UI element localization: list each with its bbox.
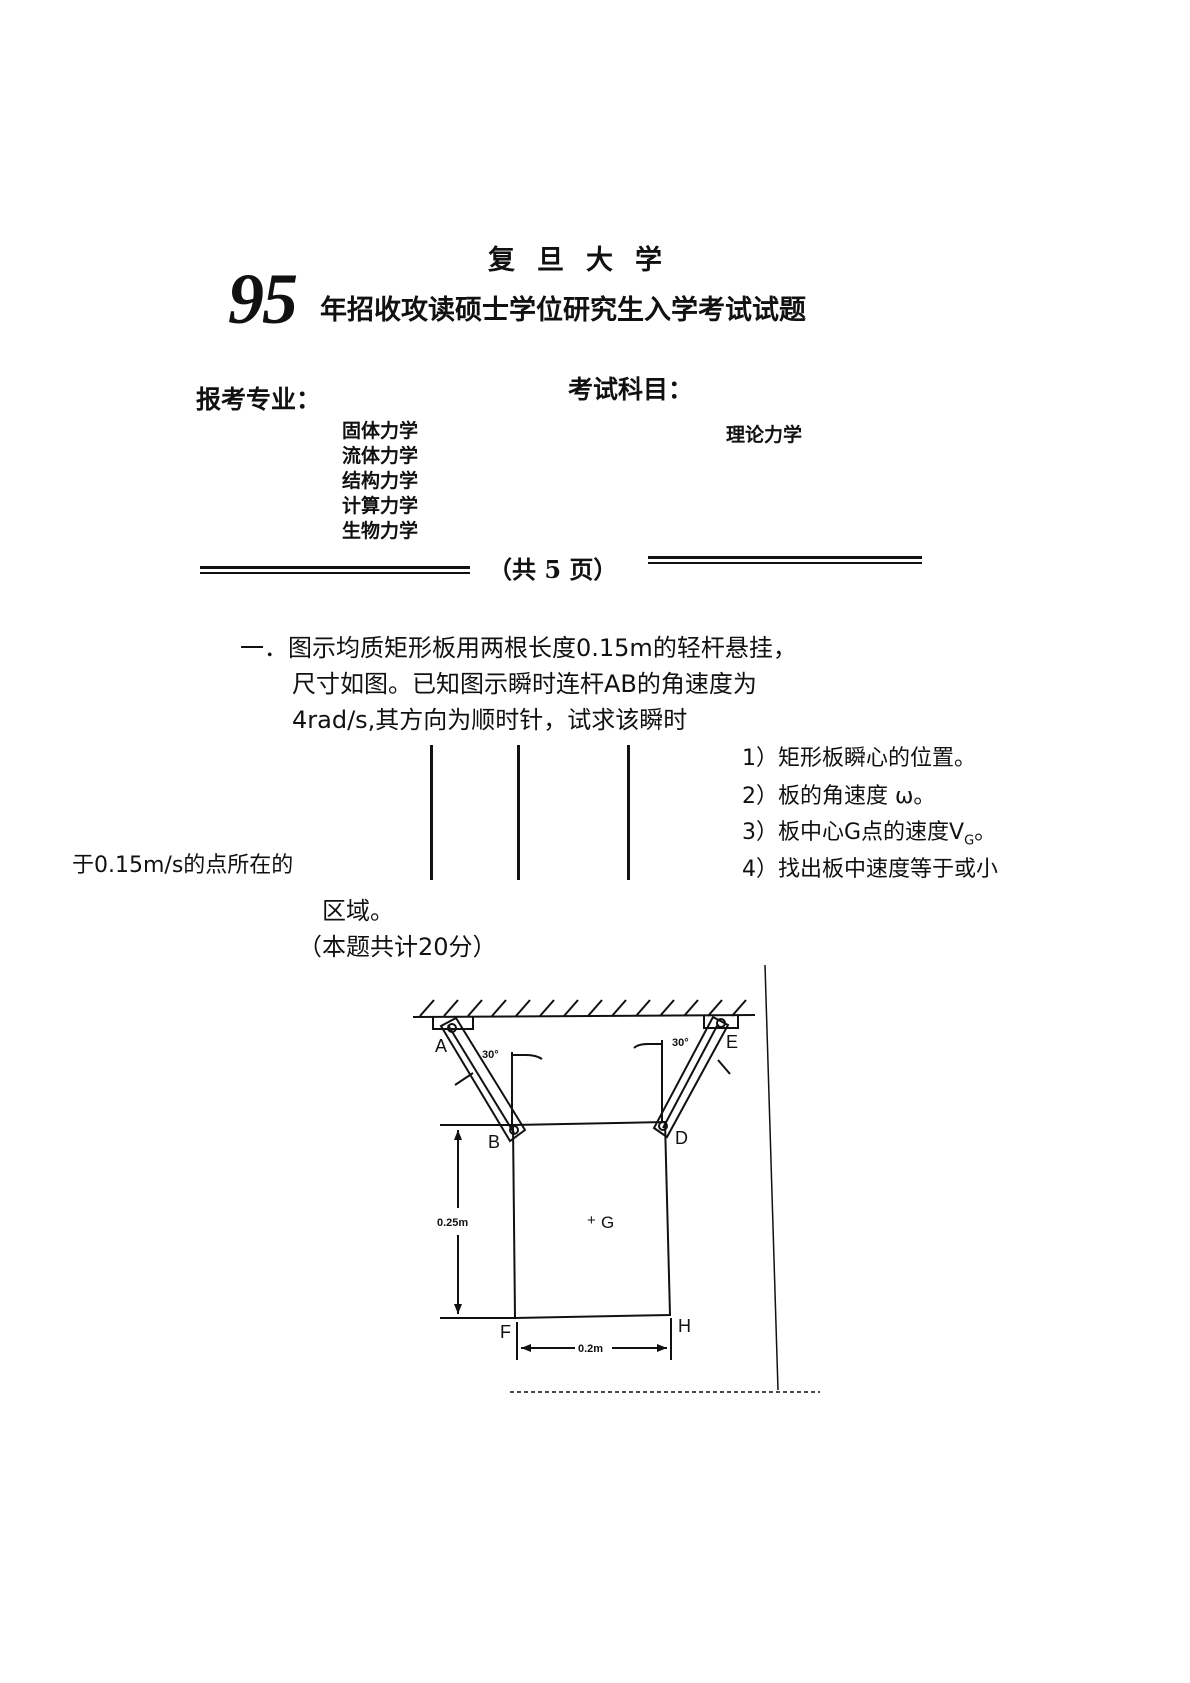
scan-artifact-bar	[627, 745, 630, 880]
page-count: （共 5 页）	[488, 555, 618, 584]
divider-left	[200, 566, 470, 574]
question-score: （本题共计20分）	[298, 933, 497, 961]
angle-left: 30°	[482, 1049, 499, 1061]
exam-title: 年招收攻读硕士学位研究生入学考试试题	[320, 295, 806, 326]
scan-artifact-bar	[430, 745, 433, 880]
width-dimension: 0.2m	[578, 1343, 603, 1355]
divider-right	[648, 556, 922, 564]
label-g: G	[601, 1213, 614, 1232]
angle-right: 30°	[672, 1037, 689, 1049]
question-text: 一．图示均质矩形板用两根长度0.15m的轻杆悬挂，	[240, 634, 797, 662]
subject-label: 考试科目：	[568, 375, 694, 404]
major-item: 固体力学	[342, 420, 419, 442]
university-name: 复旦大学	[488, 245, 684, 276]
sub-question-4-cont: 于0.15m/s的点所在的	[72, 853, 294, 878]
major-item: 生物力学	[342, 520, 419, 542]
sub-question-4: 4）找出板中速度等于或小	[742, 857, 998, 882]
link-ab	[439, 1016, 527, 1143]
exam-year: 95	[228, 259, 298, 339]
link-de	[652, 1015, 730, 1139]
scan-artifact-bar	[517, 745, 520, 880]
question-text: 4rad/s,其方向为顺时针，试求该瞬时	[292, 706, 688, 734]
label-d: D	[675, 1128, 688, 1148]
vg-subscript: G	[964, 833, 975, 849]
label-h: H	[678, 1316, 691, 1336]
sub-question-4-end: 区域。	[322, 897, 394, 925]
g-marker: +	[587, 1212, 596, 1229]
height-dimension: 0.25m	[437, 1217, 468, 1229]
rectangular-plate	[512, 1120, 672, 1320]
major-label: 报考专业：	[196, 385, 322, 414]
label-e: E	[726, 1032, 738, 1052]
frame-edge	[764, 964, 779, 1391]
label-a: A	[435, 1036, 447, 1056]
ceiling-hatch	[419, 999, 747, 1017]
ceiling-line	[412, 1014, 756, 1018]
sub-question-3-text: 3）板中心G点的速度V	[742, 820, 965, 845]
sub-question-2: 2）板的角速度 ω。	[742, 784, 936, 809]
support-a	[432, 1017, 474, 1030]
question-text: 尺寸如图。已知图示瞬时连杆AB的角速度为	[292, 670, 757, 698]
label-b: B	[488, 1132, 500, 1152]
major-item: 计算力学	[342, 495, 419, 517]
major-item: 结构力学	[342, 470, 419, 492]
label-f: F	[500, 1322, 511, 1342]
sub-question-1: 1）矩形板瞬心的位置。	[742, 746, 976, 771]
subject-value: 理论力学	[726, 424, 803, 446]
major-item: 流体力学	[342, 445, 419, 467]
sub-question-3: 3）板中心G点的速度VG。	[742, 820, 997, 849]
